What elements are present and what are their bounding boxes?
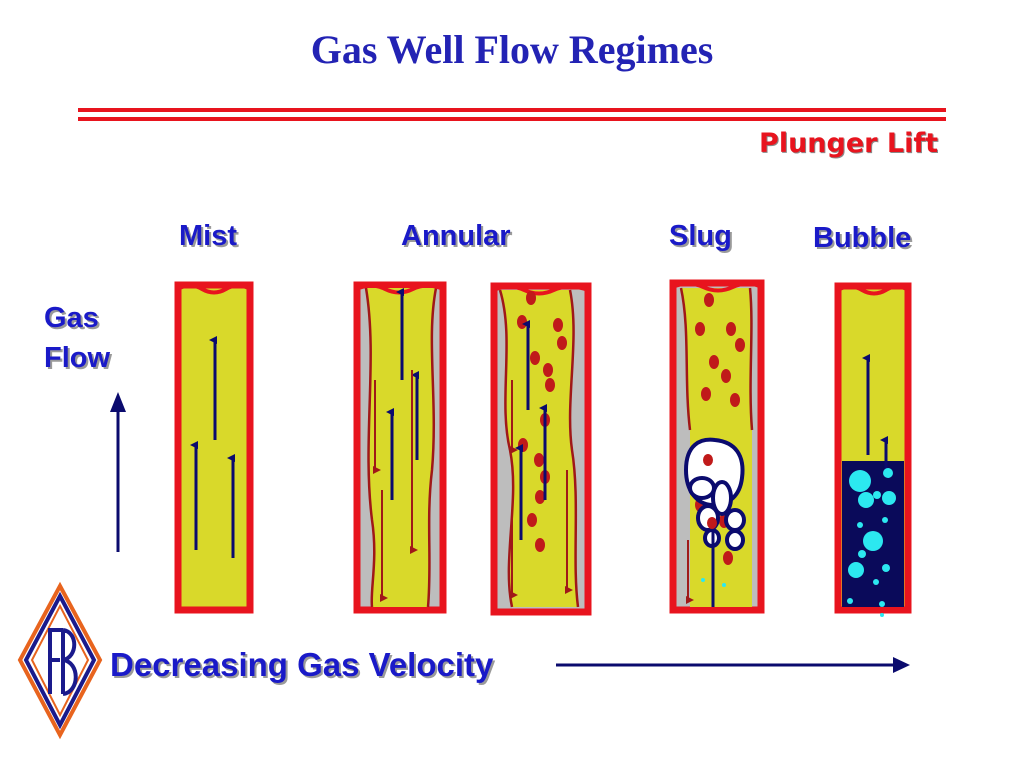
label-mist: Mist xyxy=(179,220,237,252)
subtitle-plunger-lift: Plunger Lift xyxy=(759,128,938,159)
label-gas-flow-line1: Gas xyxy=(44,302,99,334)
label-bubble: Bubble xyxy=(813,222,912,254)
label-slug: Slug xyxy=(669,220,732,252)
label-decreasing-gas-velocity: Decreasing Gas Velocity xyxy=(110,646,494,683)
slug-tube xyxy=(669,279,765,614)
annular-tube-1 xyxy=(353,281,447,614)
gas-flow-arrow xyxy=(110,392,126,552)
label-gas-flow: Gas Flow xyxy=(44,298,110,378)
label-gas-flow-line2: Flow xyxy=(44,342,111,374)
logo xyxy=(17,581,103,740)
annular-tube-2 xyxy=(490,282,592,616)
title-divider xyxy=(78,108,946,121)
page-title: Gas Well Flow Regimes xyxy=(310,27,714,72)
mist-tube xyxy=(174,281,254,614)
logo-monogram xyxy=(48,628,78,696)
label-annular: Annular xyxy=(401,220,511,252)
slug-gas-bubble xyxy=(683,437,746,551)
velocity-arrow xyxy=(556,657,910,673)
bubble-tube xyxy=(834,282,912,617)
